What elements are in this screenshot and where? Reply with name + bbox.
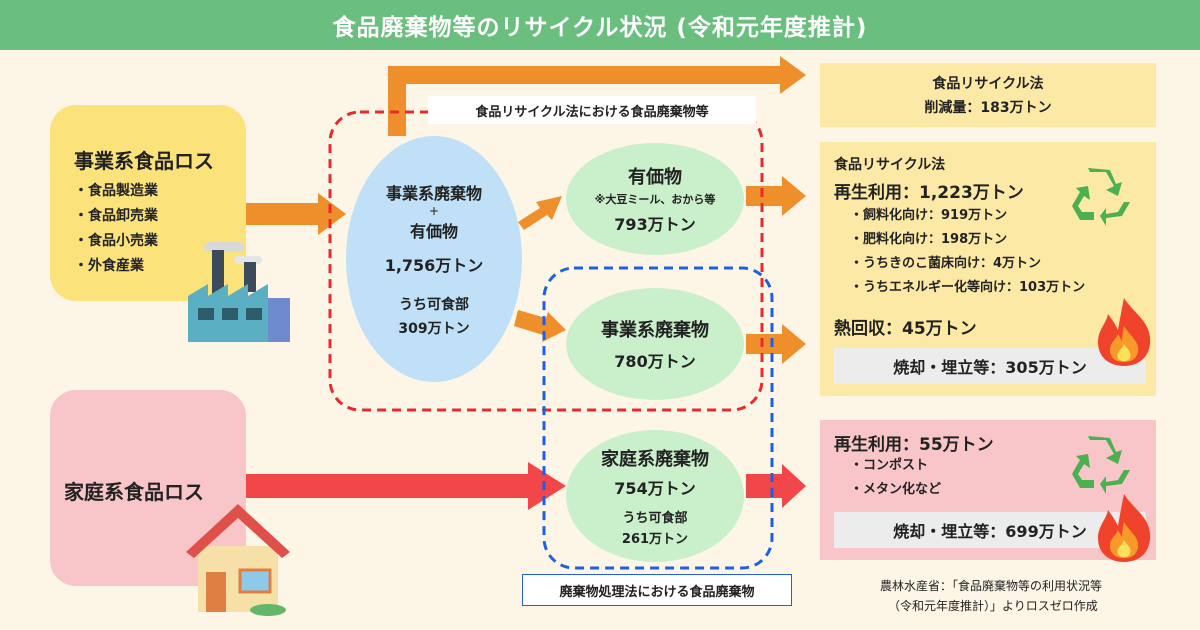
fire-icon xyxy=(1098,494,1151,562)
reduction-line2: 削減量：183万トン xyxy=(924,100,1052,116)
business-waste-ellipse: 事業系廃棄物 780万トン xyxy=(566,288,744,400)
valuables-note: ※大豆ミール、おから等 xyxy=(594,193,716,206)
household-waste-label: 家庭系廃棄物 xyxy=(601,449,709,470)
valuables-ellipse: 有価物 ※大豆ミール、おから等 793万トン xyxy=(566,143,744,255)
household-loss-heading: 家庭系食品ロス xyxy=(64,480,204,504)
list-item: ・食品製造業 xyxy=(74,183,158,199)
household-waste-edible-label: うち可食部 xyxy=(622,511,688,526)
household-waste-amount: 754万トン xyxy=(614,479,696,498)
source-line2: （令和元年度推計）」よりロスゼロ作成 xyxy=(888,599,1098,613)
disposal-law-region xyxy=(542,266,774,570)
total-edible-label: うち可食部 xyxy=(399,297,469,313)
total-line1: 事業系廃棄物 xyxy=(385,184,482,203)
list-item: ・うちエネルギー化等向け：103万トン xyxy=(850,280,1086,295)
business-result-law: 食品リサイクル法 xyxy=(834,157,946,173)
business-result-list: ・飼料化向け：919万トン ・肥料化向け：198万トン ・うちきのこ菌床向け：4… xyxy=(850,204,1085,300)
business-waste-out-arrow xyxy=(746,324,806,364)
reduction-arrow xyxy=(388,56,806,136)
recycle-icon xyxy=(1072,168,1130,226)
valuables-out-arrow xyxy=(746,176,806,216)
business-waste-total: 事業系廃棄物 + 有価物 1,756万トン うち可食部 309万トン xyxy=(346,136,522,382)
household-waste-edible-amount: 261万トン xyxy=(621,532,689,547)
source-note: 農林水産省：「食品廃棄物等の利用状況等 （令和元年度推計）」よりロスゼロ作成 xyxy=(880,576,1180,616)
total-edible-amount: 309万トン xyxy=(398,321,470,337)
business-result-box: 食品リサイクル法 再生利用：1,223万トン ・飼料化向け：919万トン ・肥料… xyxy=(820,142,1156,396)
reduction-line1: 食品リサイクル法 xyxy=(932,76,1044,92)
disposal-law-label: 廃棄物処理法における食品廃棄物 xyxy=(522,574,792,606)
fire-icon xyxy=(1098,298,1151,366)
household-out-arrow xyxy=(746,464,806,508)
list-item: ・メタン化など xyxy=(850,482,942,497)
reduction-box: 食品リサイクル法 削減量：183万トン xyxy=(820,63,1156,127)
list-item: ・コンポスト xyxy=(850,458,929,473)
recycle-law-label: 食品リサイクル法における食品廃棄物等 xyxy=(428,96,756,124)
total-line2: 有価物 xyxy=(409,222,458,241)
page-title: 食品廃棄物等のリサイクル状況 (令和元年度推計) xyxy=(0,0,1200,50)
business-loss-heading: 事業系食品ロス xyxy=(74,149,214,173)
household-result-list: ・コンポスト ・メタン化など xyxy=(850,454,941,502)
list-item: ・食品小売業 xyxy=(74,233,158,249)
valuables-label: 有価物 xyxy=(628,167,682,188)
valuables-amount: 793万トン xyxy=(614,215,696,234)
to-valuables-arrow xyxy=(518,196,562,230)
business-input-arrow xyxy=(246,193,346,235)
household-waste-ellipse: 家庭系廃棄物 754万トン うち可食部 261万トン xyxy=(566,430,744,562)
household-result-incineration: 焼却・埋立等：699万トン xyxy=(834,512,1146,548)
business-result-recycle: 再生利用：1,223万トン xyxy=(834,183,1024,203)
list-item: ・飼料化向け：919万トン xyxy=(850,208,1008,223)
list-item: ・食品卸売業 xyxy=(74,208,158,224)
business-loss-list: ・食品製造業 ・食品卸売業 ・食品小売業 ・外食産業 xyxy=(74,179,158,279)
list-item: ・肥料化向け：198万トン xyxy=(850,232,1008,247)
to-business-waste-arrow xyxy=(514,310,566,342)
source-line1: 農林水産省：「食品廃棄物等の利用状況等 xyxy=(880,579,1103,593)
list-item: ・外食産業 xyxy=(74,258,144,274)
recycle-icon xyxy=(1072,436,1130,494)
house-icon xyxy=(186,504,290,616)
business-result-incineration: 焼却・埋立等：305万トン xyxy=(834,348,1146,384)
household-result-recycle: 再生利用：55万トン xyxy=(834,435,994,455)
business-result-heat: 熱回収：45万トン xyxy=(834,319,977,339)
total-plus: + xyxy=(428,204,440,218)
factory-icon xyxy=(188,242,290,342)
business-waste-amount: 780万トン xyxy=(614,352,696,371)
list-item: ・うちきのこ菌床向け：4万トン xyxy=(850,256,1042,271)
household-result-box: 再生利用：55万トン ・コンポスト ・メタン化など 焼却・埋立等：699万トン xyxy=(820,420,1156,560)
total-amount: 1,756万トン xyxy=(384,256,484,275)
business-waste-label: 事業系廃棄物 xyxy=(601,320,709,341)
household-input-arrow xyxy=(246,462,566,510)
